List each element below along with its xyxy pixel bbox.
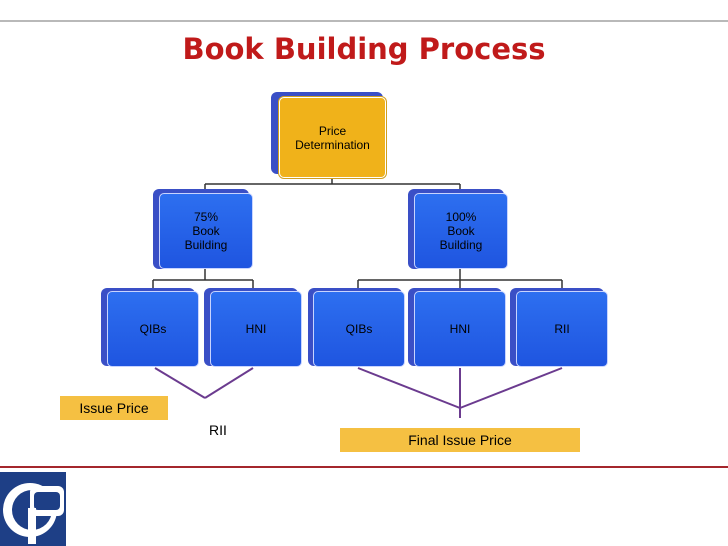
slide-title: Book Building Process bbox=[182, 32, 546, 66]
price-determination-node: Price Determination bbox=[279, 97, 386, 178]
left-head-line-1: 75% bbox=[193, 210, 219, 224]
left-hni-label: HNI bbox=[245, 322, 267, 336]
right-qibs-node: QIBs bbox=[313, 291, 405, 367]
final-issue-price-label: Final Issue Price bbox=[340, 428, 580, 452]
right-head-line-2: Book bbox=[447, 224, 475, 238]
rii-label: RII bbox=[209, 422, 227, 438]
left-hni-node: HNI bbox=[210, 291, 302, 367]
root-line-1: Price bbox=[318, 123, 347, 138]
book-building-75-node: 75% Book Building bbox=[159, 193, 253, 269]
left-head-line-3: Building bbox=[184, 238, 228, 252]
left-qibs-node: QIBs bbox=[107, 291, 199, 367]
right-hni-node: HNI bbox=[414, 291, 506, 367]
right-rii-node: RII bbox=[516, 291, 608, 367]
right-rii-label: RII bbox=[554, 322, 570, 336]
top-divider bbox=[0, 20, 728, 22]
book-building-100-node: 100% Book Building bbox=[414, 193, 508, 269]
company-logo-icon bbox=[0, 472, 66, 546]
right-head-line-1: 100% bbox=[445, 210, 477, 224]
right-hni-label: HNI bbox=[449, 322, 471, 336]
root-line-2: Determination bbox=[295, 137, 370, 152]
bottom-divider bbox=[0, 466, 728, 468]
left-head-line-2: Book bbox=[192, 224, 220, 238]
right-head-line-3: Building bbox=[439, 238, 483, 252]
right-qibs-label: QIBs bbox=[345, 322, 373, 336]
left-qibs-label: QIBs bbox=[139, 322, 167, 336]
issue-price-label: Issue Price bbox=[60, 396, 168, 420]
